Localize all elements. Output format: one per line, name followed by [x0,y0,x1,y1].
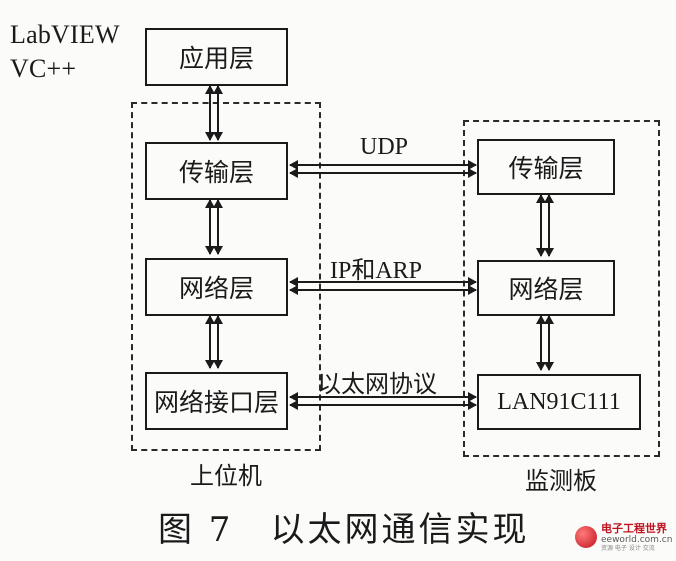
board-interface-chip: LAN91C111 [477,374,641,430]
watermark-en: eeworld.com.cn [601,534,673,545]
host-arrow-transport-network [205,199,223,255]
protocol-label-ip-arp: IP和ARP [330,258,423,284]
host-interface-layer-label: 网络接口层 [153,388,279,417]
host-interface-layer: 网络接口层 [145,372,288,430]
host-transport-layer: 传输层 [145,142,288,200]
board-network-layer: 网络层 [477,260,615,316]
tool-label-labview: LabVIEW [10,20,120,49]
host-application-layer-label: 应用层 [178,44,254,73]
host-application-layer: 应用层 [145,28,288,86]
watermark-logo: 电子工程世界 eeworld.com.cn 资源 电子 设计 交流 [575,520,673,554]
board-network-layer-label: 网络层 [508,275,584,304]
board-interface-chip-label: LAN91C111 [497,388,621,415]
board-transport-layer-label: 传输层 [508,154,584,183]
host-arrow-app-transport [205,85,223,141]
host-network-layer-label: 网络层 [178,274,254,303]
udp-arrow [289,160,477,178]
host-transport-layer-label: 传输层 [178,158,254,187]
ethernet-arrow [289,392,477,410]
board-transport-layer: 传输层 [477,139,615,195]
protocol-label-udp: UDP [360,134,409,160]
tool-label-vc: VC++ [10,54,77,83]
watermark-cn: 电子工程世界 [601,521,667,535]
watermark-sub: 资源 电子 设计 交流 [601,544,655,552]
host-network-layer: 网络层 [145,258,288,316]
board-arrow-network-interface [536,315,554,371]
board-group-label: 监测板 [525,467,597,495]
eeworld-logo-icon [575,526,597,548]
ip-arp-arrow [289,277,477,295]
figure-caption: 图 7 以太网通信实现 [158,510,530,550]
host-group-boundary [131,102,321,451]
host-arrow-network-interface [205,315,223,369]
host-group-label: 上位机 [190,462,262,490]
board-arrow-transport-network [536,194,554,257]
protocol-label-ethernet: 以太网协议 [317,370,437,398]
